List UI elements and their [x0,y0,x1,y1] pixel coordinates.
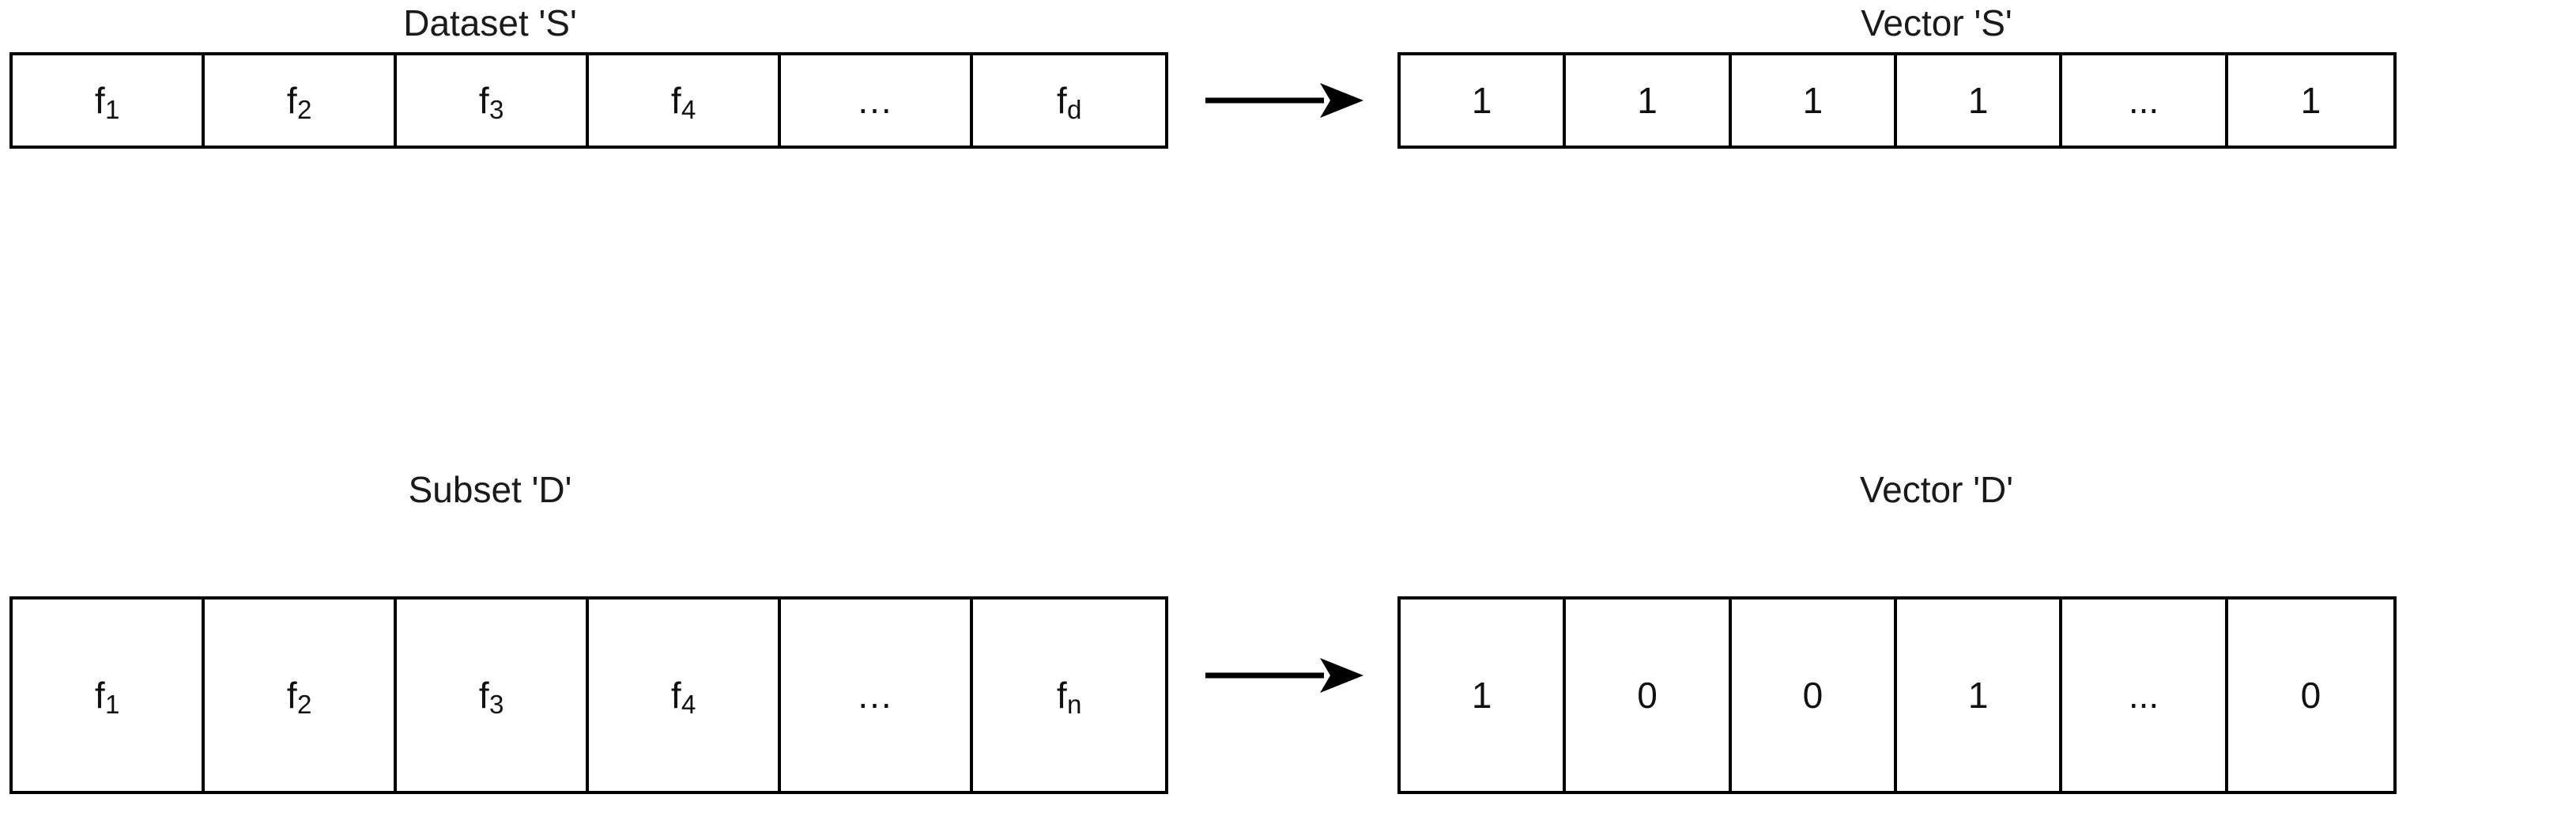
cell-subscript: 4 [681,690,696,721]
right-arrow-icon [1205,658,1363,693]
cell-subscript: 2 [297,690,312,721]
vector-d-title: Vector 'D' [1860,469,2013,510]
cell-subscript: 1 [105,690,120,721]
subset-d-cell-4: f4 [589,600,781,791]
subset-d-table: f1 f2 f3 f4 ... fn [9,596,1168,794]
cell-base: f [478,675,489,716]
vector-s-cell-1: 1 [1401,55,1567,146]
vector-s-table: 1 1 1 1 ... 1 [1397,52,2397,149]
cell-base: f [94,80,105,121]
cell-subscript: 3 [489,690,504,721]
subset-d-cell-last: fn [973,600,1165,791]
dataset-s-title: Dataset 'S' [403,2,577,43]
dataset-s-table: f1 f2 f3 f4 ... fd [9,52,1168,149]
cell-base: f [1056,80,1067,121]
dataset-s-cell-3: f3 [397,55,589,146]
cell-base: f [478,80,489,121]
vector-s-cell-2: 1 [1566,55,1732,146]
vector-d-cell-ellipsis: ... [2062,600,2228,791]
dataset-s-cell-1: f1 [13,55,205,146]
cell-base: f [670,80,681,121]
vector-d-cell-4: 1 [1897,600,2063,791]
subset-d-cell-ellipsis: ... [781,600,973,791]
ellipsis-text: ... [858,675,893,716]
cell-subscript: 4 [681,96,696,126]
vector-s-cell-last: 1 [2227,55,2394,146]
ellipsis-text: ... [858,80,893,121]
vector-s-cell-3: 1 [1731,55,1898,146]
vector-d-table: 1 0 0 1 ... 0 [1397,596,2397,794]
cell-subscript: n [1067,690,1082,721]
vector-d-cell-1: 1 [1401,600,1567,791]
dataset-s-cell-last: fd [973,55,1165,146]
cell-subscript: 3 [489,96,504,126]
vector-d-cell-last: 0 [2227,600,2394,791]
vector-d-cell-3: 0 [1731,600,1898,791]
subset-d-cell-3: f3 [397,600,589,791]
cell-base: f [286,675,297,716]
subset-d-title: Subset 'D' [408,469,572,510]
cell-base: f [286,80,297,121]
dataset-s-cell-2: f2 [205,55,397,146]
right-arrow-icon [1205,83,1363,118]
vector-s-title: Vector 'S' [1861,2,2012,43]
cell-base: f [670,675,681,716]
subset-d-cell-2: f2 [205,600,397,791]
cell-subscript: d [1067,96,1082,126]
vector-d-cell-2: 0 [1566,600,1732,791]
cell-base: f [94,675,105,716]
dataset-s-cell-4: f4 [589,55,781,146]
vector-s-cell-4: 1 [1897,55,2063,146]
subset-d-cell-1: f1 [13,600,205,791]
cell-base: f [1056,675,1067,716]
dataset-s-cell-ellipsis: ... [781,55,973,146]
vector-s-cell-ellipsis: ... [2062,55,2228,146]
cell-subscript: 1 [105,96,120,126]
cell-subscript: 2 [297,96,312,126]
